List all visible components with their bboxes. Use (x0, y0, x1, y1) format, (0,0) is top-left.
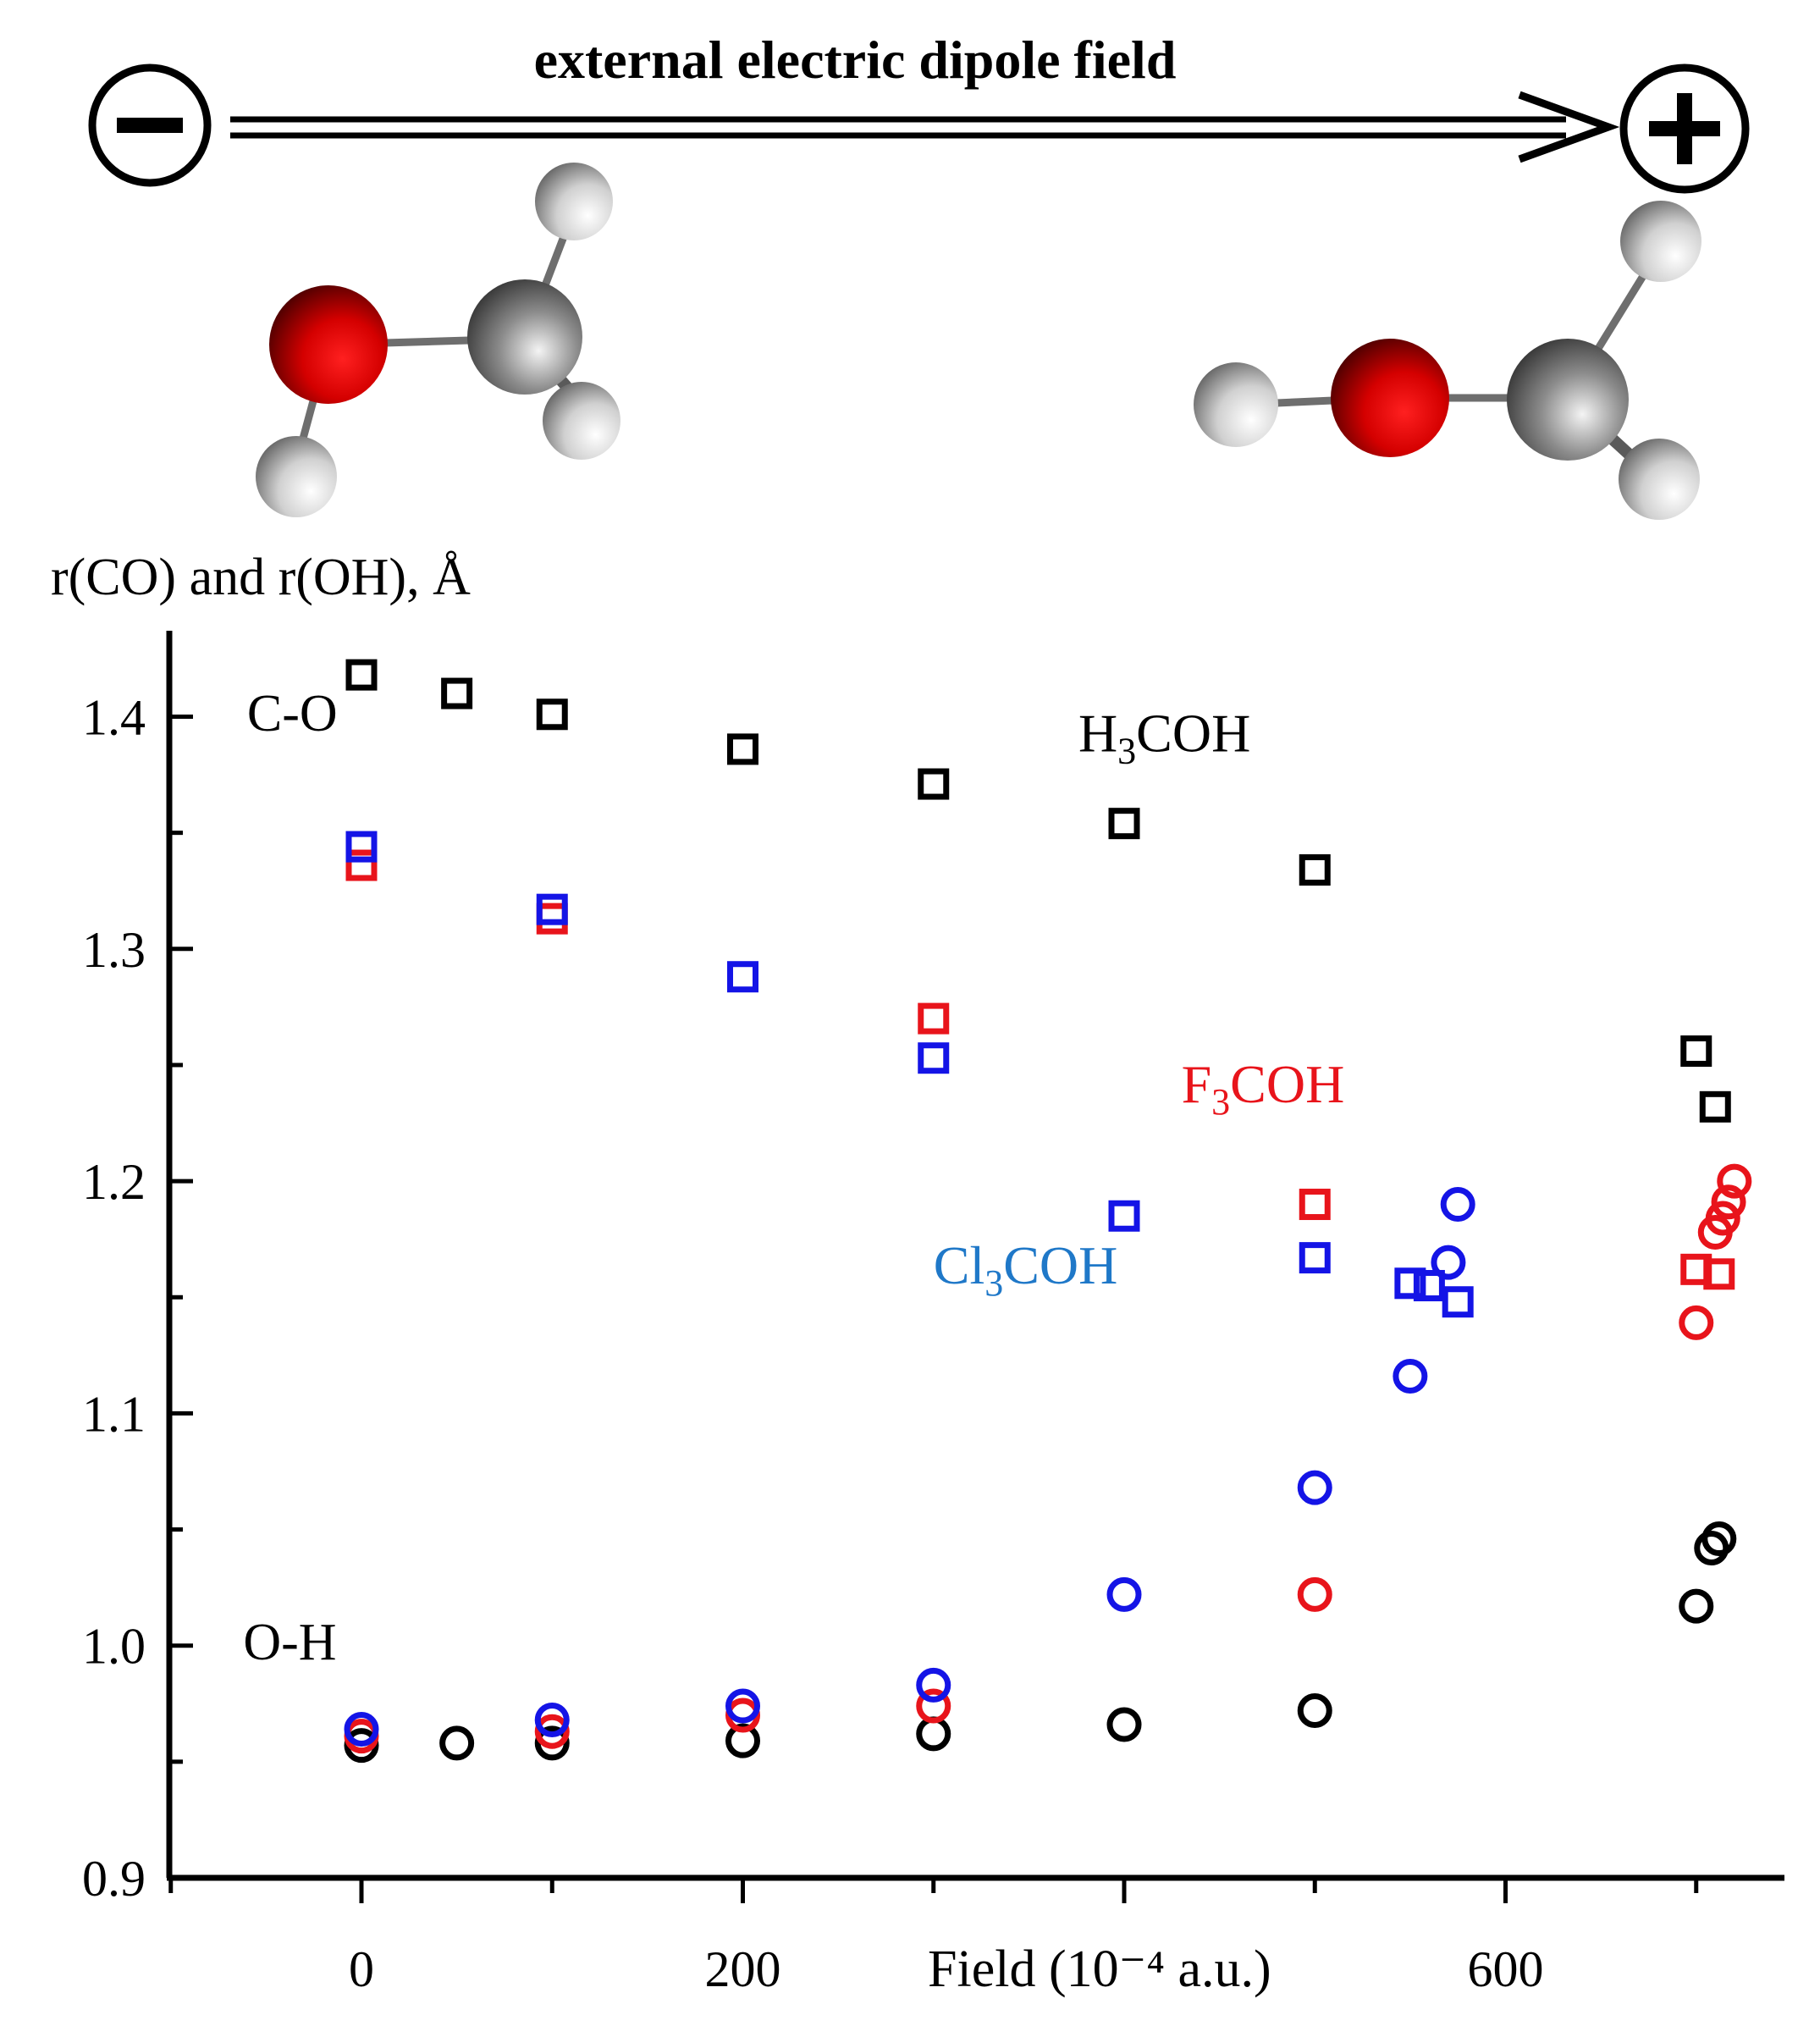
circle-marker (1705, 1201, 1740, 1236)
circle-marker (1393, 1359, 1428, 1394)
plus-pole-icon (1619, 63, 1750, 194)
series-H3COH-O-H (344, 1521, 1737, 1764)
compound-label: H3COH (1078, 704, 1250, 772)
circle-marker (344, 1711, 379, 1747)
circle-marker (1297, 1576, 1332, 1612)
minus-pole-icon (88, 63, 212, 187)
y-axis-title: r(CO) and r(OH), Å (51, 549, 471, 606)
chart: r(CO) and r(OH), Å 0.9 1.0 1.1 1.2 1.3 1.4 0 20… (51, 549, 1784, 1998)
circle-marker (1679, 1305, 1714, 1340)
series-Cl3COH-O-H (344, 1187, 1475, 1747)
y-tick-label: 1.0 (82, 1619, 146, 1675)
circle-marker (916, 1716, 951, 1752)
double-arrow-icon (230, 91, 1620, 163)
square-marker (1299, 1189, 1331, 1221)
square-marker (345, 831, 378, 863)
square-marker (1703, 1258, 1735, 1290)
square-marker (918, 1002, 950, 1035)
square-marker (536, 698, 568, 731)
y-tick-label: 1.2 (82, 1154, 146, 1210)
square-marker (1680, 1035, 1712, 1067)
square-marker (345, 849, 378, 881)
y-tick-label: 1.3 (82, 922, 146, 978)
square-marker (441, 677, 473, 709)
circle-marker (1711, 1184, 1746, 1220)
y-tick-label: 1.4 (82, 690, 146, 746)
series-Cl3COH-C-O (345, 831, 1474, 1318)
square-marker (536, 903, 568, 935)
square-marker (1299, 1242, 1331, 1274)
series-H3COH-C-O (345, 659, 1731, 1123)
square-marker (1394, 1267, 1426, 1300)
x-tick-label: 600 (1468, 1941, 1544, 1997)
circle-marker (534, 1714, 570, 1749)
circle-marker (534, 1702, 570, 1737)
circle-marker (1106, 1707, 1142, 1742)
axes (166, 631, 1784, 1881)
x-tick-label: 200 (705, 1941, 781, 1997)
circle-marker (1717, 1163, 1752, 1199)
square-marker (345, 659, 378, 691)
y-tick-label: 0.9 (82, 1851, 146, 1907)
circle-marker (1679, 1588, 1714, 1624)
square-marker (1699, 1090, 1731, 1123)
circle-marker (916, 1688, 951, 1724)
x-axis-title: Field (10⁻⁴ a.u.) (928, 1940, 1271, 1998)
circle-marker (1297, 1470, 1332, 1505)
bond-label: O-H (243, 1614, 336, 1671)
square-marker (536, 893, 568, 925)
x-tick-label: 0 (349, 1941, 374, 1997)
circle-marker (1431, 1245, 1466, 1280)
square-marker (1413, 1270, 1445, 1302)
square-marker (918, 768, 950, 800)
square-marker (1442, 1286, 1474, 1318)
circle-marker (1106, 1576, 1142, 1612)
square-marker (1299, 854, 1331, 886)
square-marker (1108, 1200, 1140, 1232)
circle-marker (1440, 1187, 1475, 1223)
compound-label: Cl3COH (934, 1235, 1118, 1304)
data-markers (344, 659, 1752, 1764)
circle-marker (916, 1667, 951, 1703)
square-marker (727, 961, 758, 993)
circle-marker (534, 1725, 570, 1761)
annotations: C-O O-H H3COH F3COH Cl3COH (243, 685, 1344, 1671)
square-marker (1108, 808, 1140, 840)
square-marker (727, 733, 758, 765)
circle-marker (439, 1725, 475, 1761)
molecule-left-icon (256, 163, 620, 517)
square-marker (918, 1042, 950, 1074)
circle-marker (725, 1723, 760, 1758)
circle-marker (1297, 1693, 1332, 1729)
molecule-right-icon (1194, 201, 1701, 520)
compound-label: F3COH (1182, 1054, 1345, 1123)
circle-marker (725, 1688, 760, 1724)
circle-marker (1701, 1521, 1737, 1557)
field-header: external electric dipole field (88, 30, 1750, 194)
field-title: external electric dipole field (534, 30, 1177, 90)
bond-label: C-O (247, 685, 338, 742)
axis-ticks: 0.9 1.0 1.1 1.2 1.3 1.4 0 200 600 (82, 690, 1699, 1997)
y-tick-label: 1.1 (82, 1386, 146, 1442)
series-F3COH-C-O (345, 849, 1735, 1290)
